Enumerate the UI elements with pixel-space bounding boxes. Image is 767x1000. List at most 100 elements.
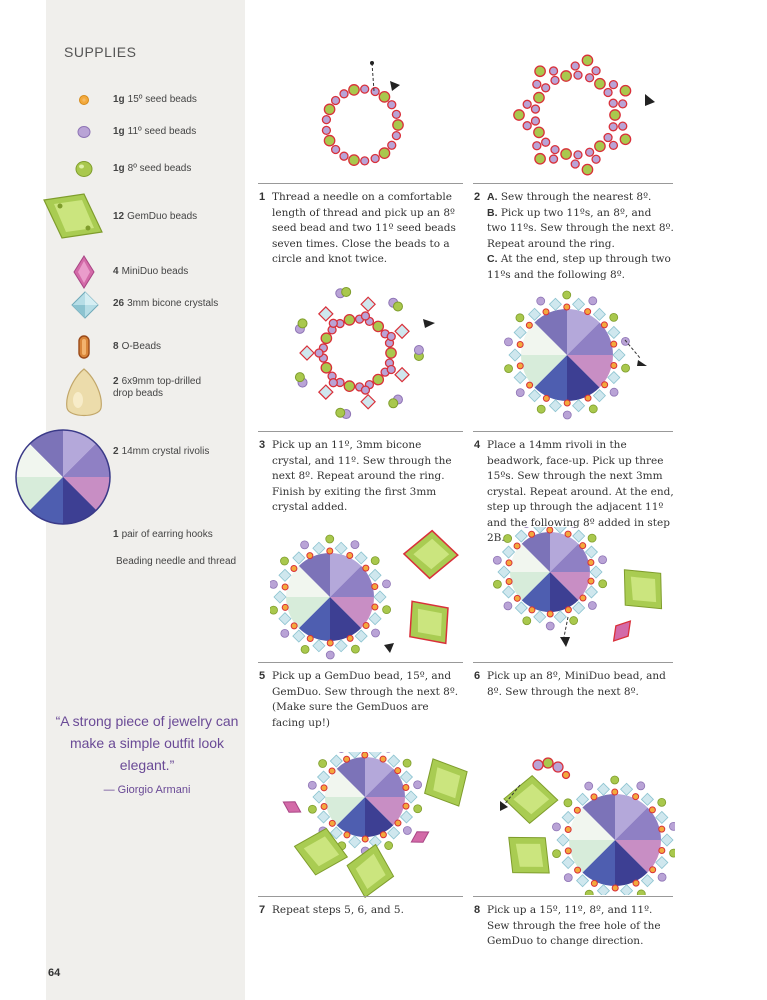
bead	[610, 340, 618, 348]
divider	[258, 662, 463, 663]
bead	[330, 144, 341, 155]
bicone	[620, 884, 634, 895]
bead	[513, 542, 521, 550]
bead	[588, 404, 598, 414]
bead	[542, 394, 550, 402]
bicone	[596, 884, 610, 895]
bead	[573, 806, 581, 814]
bead	[370, 556, 380, 566]
bicone	[508, 348, 522, 362]
bead	[563, 399, 571, 407]
bicone	[592, 389, 606, 403]
bead	[290, 564, 298, 572]
bicone	[334, 639, 348, 653]
bead	[598, 555, 607, 565]
bicone	[660, 833, 674, 847]
bead	[590, 879, 598, 887]
bead	[515, 388, 525, 398]
bicone	[292, 629, 306, 643]
bead	[321, 114, 332, 125]
rivoli-facet	[325, 797, 365, 826]
bead	[402, 802, 410, 810]
bead	[350, 540, 360, 550]
bead	[609, 312, 619, 322]
rivoli-facet	[615, 840, 648, 886]
bead	[339, 151, 349, 161]
bead	[563, 798, 573, 808]
bicone	[312, 541, 326, 555]
bicone	[292, 551, 306, 565]
bicone	[572, 601, 586, 615]
bead	[669, 848, 675, 858]
bead	[341, 286, 352, 297]
bead	[632, 879, 640, 887]
bead	[601, 381, 609, 389]
bead	[270, 605, 278, 615]
bead	[346, 551, 354, 559]
bead	[321, 125, 332, 136]
bicone	[655, 855, 669, 870]
bead	[579, 542, 587, 550]
bead	[339, 89, 349, 99]
step-text: Repeat steps 5, 6, and 5.	[272, 904, 404, 916]
bead	[343, 314, 356, 326]
bead	[570, 159, 580, 169]
bicone	[348, 752, 362, 759]
bead	[573, 70, 583, 80]
bicone	[514, 529, 528, 543]
bead	[387, 100, 397, 110]
bead	[362, 564, 370, 572]
bead	[579, 594, 587, 602]
bead	[528, 606, 536, 614]
bead	[280, 556, 289, 566]
bead	[534, 65, 546, 78]
bicone	[278, 612, 292, 626]
rivoli-facet	[336, 757, 365, 797]
bead	[619, 133, 632, 146]
bead	[330, 95, 341, 106]
bicone	[312, 790, 326, 804]
step-6-diagram	[492, 527, 663, 647]
bead	[346, 634, 354, 642]
step-2-diagram	[513, 54, 655, 176]
bead	[545, 621, 555, 631]
bead	[515, 313, 525, 323]
rivoli-facet	[582, 840, 615, 886]
bead	[493, 579, 502, 589]
rivoli-facet	[521, 355, 567, 388]
bead	[649, 866, 657, 874]
rivoli-facet	[298, 597, 330, 641]
bead	[564, 826, 572, 834]
bead	[323, 134, 336, 147]
bead	[306, 635, 314, 643]
bead	[360, 385, 371, 395]
bicone	[572, 297, 586, 311]
bicone	[399, 810, 414, 824]
bead	[379, 831, 387, 839]
bead	[526, 381, 534, 389]
step-text: Place a 14mm rivoli in the beadwork, fac…	[487, 439, 674, 544]
bead	[591, 154, 601, 164]
bicone	[553, 610, 567, 624]
step-8: 8 Pick up a 15º, 11º, 8º, and 11º. Sew t…	[474, 903, 674, 950]
divider	[258, 183, 463, 184]
bead	[362, 622, 370, 630]
rivoli-facet	[567, 309, 600, 355]
bead	[603, 87, 613, 98]
bead	[594, 77, 606, 90]
bead	[563, 873, 573, 883]
bead	[343, 755, 351, 763]
bicone	[576, 874, 590, 888]
bead	[522, 121, 532, 131]
bead	[361, 752, 369, 759]
bead	[598, 579, 608, 589]
bead	[548, 66, 559, 76]
bead	[413, 344, 424, 355]
bead	[402, 783, 410, 791]
bead	[611, 884, 619, 892]
bicone	[348, 835, 362, 849]
bead	[391, 109, 402, 120]
bicone	[589, 565, 603, 579]
